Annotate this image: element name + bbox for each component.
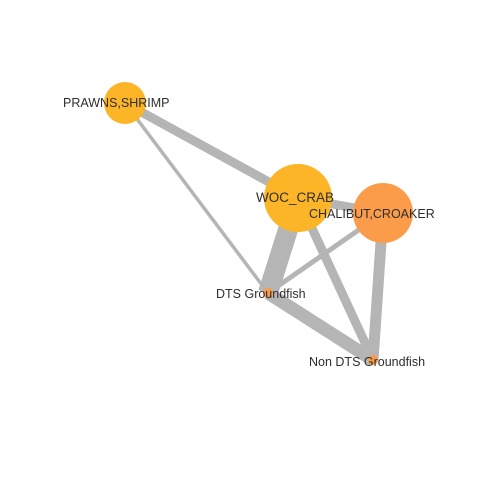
- node-dts: [263, 288, 273, 298]
- node-label-woc: WOC_CRAB: [256, 190, 334, 205]
- edge-prawns-dts: [123, 101, 270, 295]
- node-chalibut: [353, 183, 413, 243]
- labels-layer: PRAWNS,SHRIMP WOC_CRAB CHALIBUT,CROAKER DTS…: [63, 96, 435, 369]
- edges-layer: [122, 99, 389, 366]
- node-label-nondts: Non DTS Groundfish: [309, 355, 425, 369]
- node-prawns: [104, 82, 146, 124]
- edge-dts-nondts: [264, 287, 377, 366]
- nodes-layer: [104, 82, 413, 365]
- node-label-prawns: PRAWNS,SHRIMP: [63, 96, 170, 110]
- node-woc: [264, 164, 332, 232]
- node-nondts: [368, 355, 378, 365]
- node-label-chalibut: CHALIBUT,CROAKER: [309, 207, 435, 221]
- node-label-dts: DTS Groundfish: [216, 287, 306, 301]
